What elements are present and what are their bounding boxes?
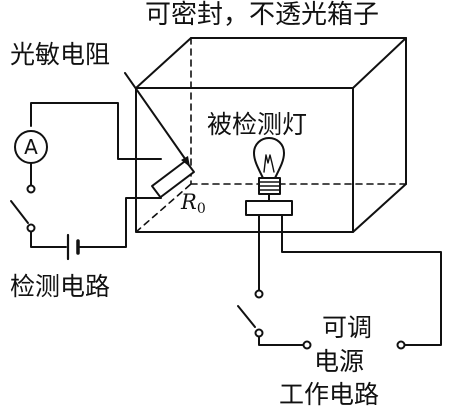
photoresistor-label: 光敏电阻 — [10, 40, 111, 69]
box-hidden-edges — [135, 37, 407, 233]
switch-terminal-top — [26, 184, 36, 194]
light-tight-box — [135, 37, 407, 233]
photoresistor-icon — [124, 72, 195, 199]
box-title-label: 可密封，不透光箱子 — [145, 0, 380, 30]
box-right-bottom-edge — [352, 183, 407, 233]
detection-switch-icon — [10, 200, 29, 224]
detection-bottom-wire-left — [30, 231, 67, 248]
resistor-symbol: R — [181, 190, 197, 214]
working-bottom-wire-left — [258, 336, 304, 346]
photoresistor-arrowhead — [181, 156, 190, 167]
supply-terminal-left — [302, 340, 312, 350]
ammeter-symbol-label: A — [24, 135, 38, 159]
supply-terminal-right — [396, 340, 406, 350]
working-circuit-label: 工作电路 — [279, 380, 380, 409]
bulb-glass — [253, 137, 285, 179]
working-circuit — [237, 214, 442, 350]
working-switch-terminal-bottom — [254, 328, 264, 338]
box-top-left-edge — [135, 37, 192, 89]
switch-terminal-bottom — [26, 223, 36, 233]
adjustable-supply-label-line2: 电源 — [314, 347, 365, 376]
detection-top-wire — [30, 102, 162, 160]
bulb-filament — [263, 154, 275, 173]
lamp-socket — [245, 200, 293, 216]
photoresistor-pointer-line — [124, 72, 189, 164]
adjustable-supply-label-line1: 可调 — [322, 313, 373, 342]
detection-circuit — [10, 102, 162, 261]
working-switch-icon — [237, 305, 256, 328]
detection-bottom-wire-right — [79, 197, 162, 248]
detection-circuit-label: 检测电路 — [10, 272, 111, 301]
light-bulb-icon — [245, 137, 293, 216]
resistor-subscript: 0 — [196, 201, 206, 217]
resistor-symbol-label: R0 — [181, 188, 206, 223]
working-switch-terminal-top — [254, 289, 264, 299]
lamp-label: 被检测灯 — [207, 110, 308, 139]
box-top-right-edge — [352, 37, 407, 89]
working-right-wire — [281, 214, 442, 346]
